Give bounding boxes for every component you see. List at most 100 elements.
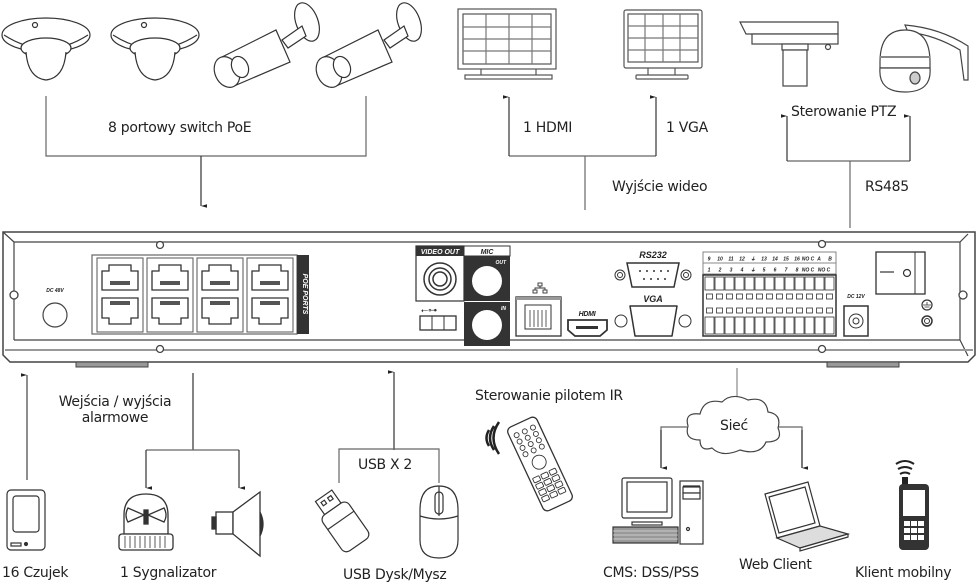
alarm-terminal-cell xyxy=(824,276,835,291)
alarm-terminal-cell xyxy=(794,276,805,291)
video-out-label: Wyjście wideo xyxy=(612,179,708,195)
alarm-terminal-label: ⏚ xyxy=(750,267,755,274)
alarm-terminal-label: B xyxy=(828,257,832,263)
dc12v-power-port: DC 12V xyxy=(843,294,869,337)
poe-ethernet-port xyxy=(201,264,239,291)
alarm-terminal-cell xyxy=(784,276,795,291)
alarm-sensor-icon xyxy=(6,489,46,551)
ptz-box-camera-icon xyxy=(739,21,839,87)
alarm-io-label: Wejścia / wyjścia alarmowe xyxy=(40,394,190,426)
alarm-terminal-label: ⏚ xyxy=(750,256,755,263)
svg-text:IN: IN xyxy=(501,306,506,312)
vga-port: VGA xyxy=(614,294,692,337)
alarm-terminal-cell xyxy=(764,316,775,335)
vga-label: 1 VGA xyxy=(666,120,708,136)
power-switch xyxy=(875,251,926,295)
alarm-terminal-cell xyxy=(774,276,785,291)
alarm-terminal-label: 1 xyxy=(708,268,711,274)
svg-text:VGA: VGA xyxy=(643,294,663,304)
alarm-terminal-cell xyxy=(744,276,755,291)
alarm-terminal-label: NO C xyxy=(802,268,815,274)
alarm-terminal-label: 4 xyxy=(740,268,744,274)
dome-camera-icon xyxy=(1,17,91,81)
desktop-pc-icon xyxy=(612,477,704,545)
alarm-terminal-label: 15 xyxy=(783,257,789,263)
mobile-phone-icon xyxy=(895,460,929,550)
svg-text:RS232: RS232 xyxy=(639,250,667,260)
alarm-terminal-cell xyxy=(704,276,715,291)
nvr-back-panel: DC 48V POE PORTS VIDEO OUT MIC OUT IN xyxy=(2,231,976,368)
sensors-label: 16 Czujek xyxy=(2,565,69,581)
mobile-client-label: Klient mobilny xyxy=(855,565,952,581)
siren-label: 1 Sygnalizator xyxy=(120,565,217,581)
alarm-terminal-label: 5 xyxy=(763,268,766,274)
alarm-terminal-cell xyxy=(724,316,735,335)
rs232-port: RS232 xyxy=(614,250,692,288)
monitor-vga-icon xyxy=(623,9,703,80)
bottom-connector-lines xyxy=(21,368,808,490)
ground-terminal xyxy=(921,299,933,327)
usb-flash-drive-icon xyxy=(314,489,370,553)
alarm-terminal-cell xyxy=(804,276,815,291)
poe-switch-label: 8 portowy switch PoE xyxy=(108,120,252,136)
alarm-terminal-cell xyxy=(734,316,745,335)
alarm-terminal-cell xyxy=(714,316,725,335)
video-out-port: VIDEO OUT xyxy=(415,245,465,302)
alarm-terminal-label: 14 xyxy=(772,257,778,263)
alarm-terminal-cell xyxy=(814,316,825,335)
alarm-terminal-label: NO C xyxy=(818,268,831,274)
alarm-terminal-label: A xyxy=(816,257,821,263)
alarm-terminal-cell xyxy=(724,276,735,291)
web-client-label: Web Client xyxy=(739,557,812,573)
alarm-terminal-cell xyxy=(744,316,755,335)
network-icon xyxy=(532,282,548,294)
usb-x2-label: USB X 2 xyxy=(358,457,413,473)
usb-devices-label: USB Dysk/Mysz xyxy=(343,567,447,583)
alarm-terminal-label: 16 xyxy=(794,257,800,263)
alarm-terminal-cell xyxy=(764,276,775,291)
alarm-io-label-line2: alarmowe xyxy=(81,410,149,426)
siren-beacon-icon xyxy=(118,493,174,551)
rs485-label: RS485 xyxy=(865,179,909,195)
poe-ethernet-port xyxy=(101,264,139,291)
usb-ports: ⭠⊶ xyxy=(419,306,457,331)
alarm-terminal-label: 6 xyxy=(774,268,777,274)
poe-ethernet-port xyxy=(251,297,289,325)
alarm-terminal-label: 8 xyxy=(796,268,799,274)
svg-text:POE PORTS: POE PORTS xyxy=(301,274,308,315)
alarm-terminal-cell xyxy=(784,316,795,335)
alarm-io-label-line1: Wejścia / wyjścia xyxy=(58,394,172,410)
svg-text:OUT: OUT xyxy=(495,260,507,266)
alarm-terminal-cell xyxy=(734,276,745,291)
ir-remote-icon xyxy=(485,416,573,512)
alarm-terminal-label: 12 xyxy=(739,257,745,263)
svg-text:VIDEO OUT: VIDEO OUT xyxy=(421,249,460,256)
alarm-terminal-label: 2 xyxy=(718,268,722,274)
poe-ethernet-port xyxy=(201,297,239,325)
svg-text:MIC: MIC xyxy=(481,249,495,256)
alarm-terminal-cell xyxy=(704,316,715,335)
monitor-hdmi-icon xyxy=(457,8,557,80)
poe-ports-block: POE PORTS xyxy=(91,254,309,335)
video-out-connector-line xyxy=(503,95,657,210)
network-cloud-icon xyxy=(686,395,781,455)
poe-ethernet-port xyxy=(251,264,289,291)
poe-ethernet-port xyxy=(151,264,189,291)
usb-icon: ⭠⊶ xyxy=(421,306,437,316)
hdmi-port: HDMI xyxy=(567,311,608,337)
bullet-camera-icon xyxy=(213,2,320,88)
svg-text:DC 12V: DC 12V xyxy=(847,294,865,300)
alarm-terminal-label: 7 xyxy=(785,268,788,274)
laptop-icon xyxy=(764,481,851,552)
hdmi-label: 1 HDMI xyxy=(523,120,573,136)
alarm-terminal-cell xyxy=(774,316,785,335)
network-label: Sieć xyxy=(720,418,748,434)
mouse-icon xyxy=(419,485,459,559)
alarm-terminal-cell xyxy=(804,316,815,335)
alarm-terminal-cell xyxy=(754,276,765,291)
alarm-terminal-label: 10 xyxy=(717,257,723,263)
alarm-terminal-cell xyxy=(814,276,825,291)
ptz-control-label: Sterowanie PTZ xyxy=(791,104,897,120)
